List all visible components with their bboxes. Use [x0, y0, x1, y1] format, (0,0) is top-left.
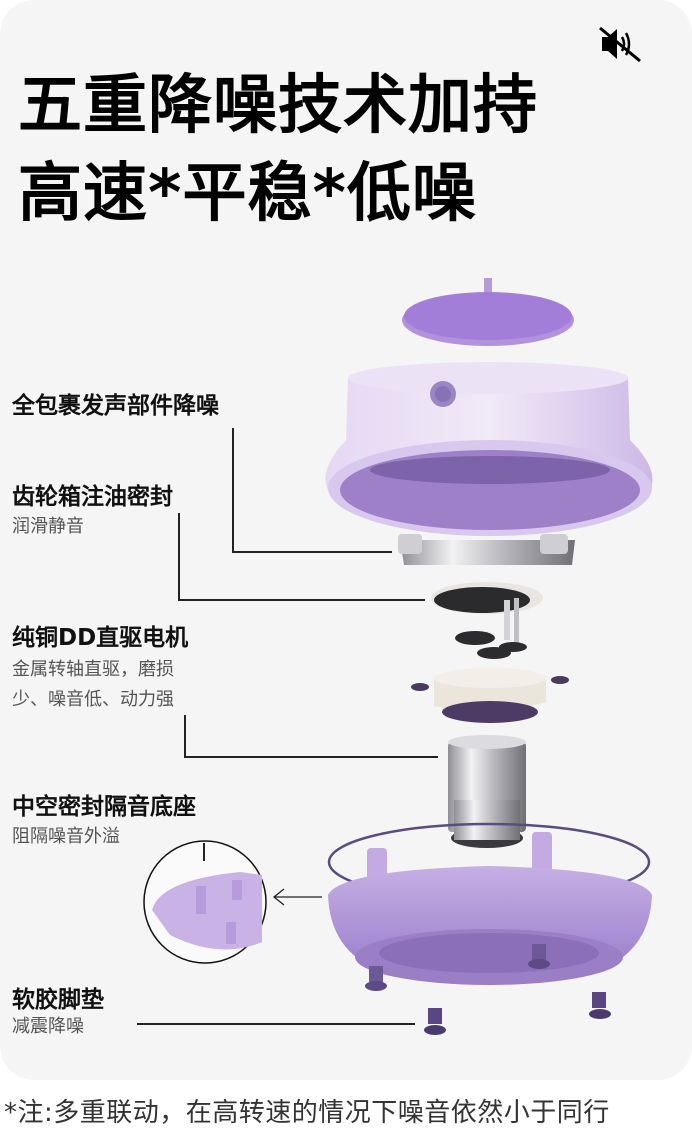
lid-knob — [484, 278, 492, 292]
leader-line-3-h — [184, 756, 438, 758]
feature-desc-motor-1: 金属转轴直驱，磨损 — [12, 659, 174, 680]
leader-line-2 — [178, 513, 180, 600]
mute-button[interactable] — [598, 25, 642, 63]
headline-line-2: 高速*平稳*低噪 — [18, 157, 477, 231]
feature-desc-feet: 减震降噪 — [12, 1016, 84, 1037]
speaker-muted-icon — [599, 26, 641, 63]
feature-desc-base: 阻隔噪音外溢 — [12, 826, 120, 847]
feature-label-gearbox: 齿轮箱注油密封 — [12, 484, 173, 510]
feature-card: 五重降噪技术加持 高速*平稳*低噪 — [12, 25, 653, 1037]
feature-label-feet: 软胶脚垫 — [12, 987, 104, 1013]
leader-line-1-h — [232, 551, 392, 553]
leader-line-4 — [203, 843, 205, 861]
footnote: *注:多重联动，在高转速的情况下噪音依然小于同行 — [4, 1098, 610, 1128]
leader-line-5 — [137, 1023, 415, 1025]
feature-label-motor: 纯铜DD直驱电机 — [12, 625, 189, 651]
exploded-view-illustration — [143, 278, 653, 1035]
leader-line-2-h — [178, 599, 425, 601]
feature-label-base: 中空密封隔音底座 — [12, 794, 196, 820]
headline-line-1: 五重降噪技术加持 — [18, 69, 538, 143]
feature-desc-motor-2: 少、噪音低、动力强 — [12, 689, 174, 710]
feature-desc-gearbox: 润滑静音 — [12, 516, 84, 537]
feature-label-enclosure: 全包裹发声部件降噪 — [12, 393, 219, 419]
leader-line-1 — [232, 428, 234, 552]
leader-line-3 — [184, 715, 186, 757]
